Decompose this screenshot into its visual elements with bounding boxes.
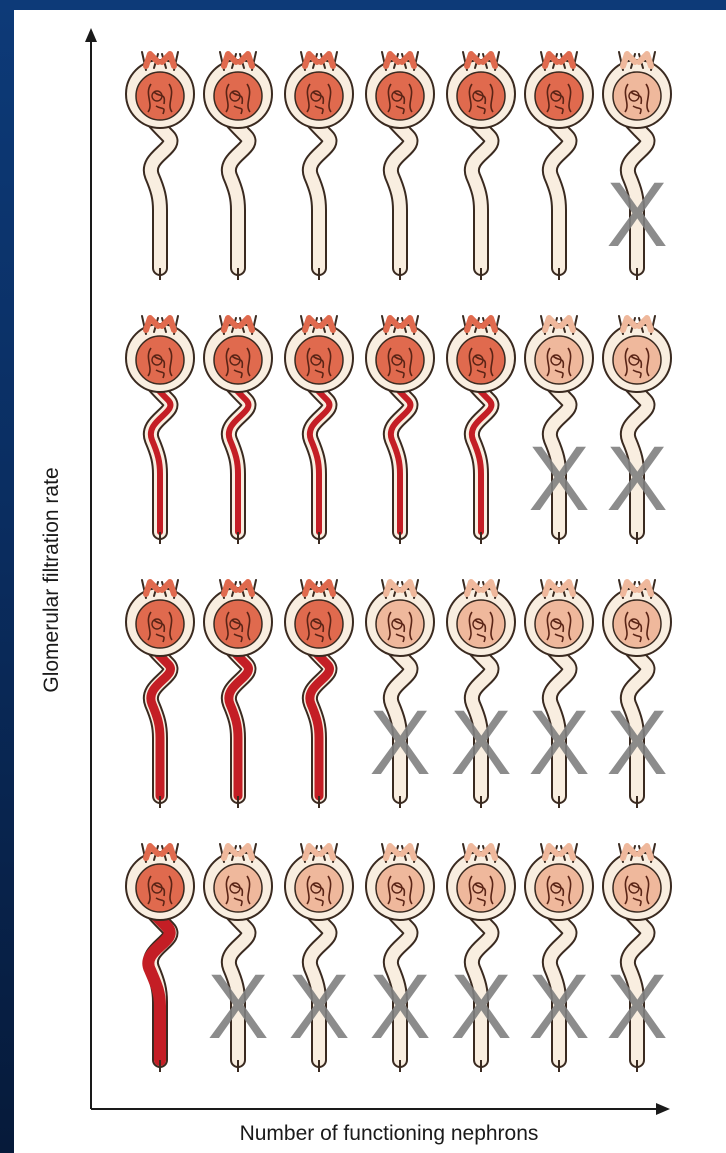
- nephron-r4-c3: X: [285, 844, 353, 1072]
- failed-marker: X: [606, 692, 667, 794]
- y-axis-arrowhead: [85, 28, 97, 42]
- failed-marker: X: [369, 692, 430, 794]
- nephron-r2-c6: X: [525, 316, 593, 544]
- nephron-r3-c1: [126, 580, 194, 808]
- nephron-r2-c4: [366, 316, 434, 544]
- nephron-r2-c7: X: [603, 316, 671, 544]
- failed-marker: X: [528, 428, 589, 530]
- nephron-r1-c1: [126, 52, 194, 280]
- failed-marker: X: [606, 956, 667, 1058]
- failed-marker: X: [450, 692, 511, 794]
- nephron-r1-c2: [204, 52, 272, 280]
- failed-marker: X: [288, 956, 349, 1058]
- nephron-r3-c2: [204, 580, 272, 808]
- failed-marker: X: [606, 164, 667, 266]
- nephron-r1-c3: [285, 52, 353, 280]
- nephron-r4-c6: X: [525, 844, 593, 1072]
- nephron-r4-c2: X: [204, 844, 272, 1072]
- nephron-r2-c1: [126, 316, 194, 544]
- axes: [85, 28, 670, 1115]
- nephron-r1-c4: [366, 52, 434, 280]
- failed-marker: X: [528, 692, 589, 794]
- nephron-r3-c4: X: [366, 580, 434, 808]
- nephron-r2-c2: [204, 316, 272, 544]
- failed-marker: X: [528, 956, 589, 1058]
- nephron-r1-c7: X: [603, 52, 671, 280]
- nephron-r2-c3: [285, 316, 353, 544]
- nephron-r4-c7: X: [603, 844, 671, 1072]
- failed-marker: X: [369, 956, 430, 1058]
- nephron-r3-c5: X: [447, 580, 515, 808]
- nephron-r3-c6: X: [525, 580, 593, 808]
- nephron-r4-c5: X: [447, 844, 515, 1072]
- nephron-r1-c6: [525, 52, 593, 280]
- nephron-r4-c4: X: [366, 844, 434, 1072]
- failed-marker: X: [207, 956, 268, 1058]
- nephron-r3-c3: [285, 580, 353, 808]
- x-axis-label: Number of functioning nephrons: [104, 1122, 674, 1146]
- nephron-r2-c5: [447, 316, 515, 544]
- y-axis-label: Glomerular filtration rate: [40, 350, 64, 810]
- diagram-figure: XXXXXXXXXXXXX Glomerular filtration rate…: [14, 10, 726, 1153]
- nephron-r3-c7: X: [603, 580, 671, 808]
- failed-marker: X: [606, 428, 667, 530]
- x-axis-arrowhead: [656, 1103, 670, 1115]
- failed-marker: X: [450, 956, 511, 1058]
- nephron-r4-c1: [126, 844, 194, 1072]
- nephron-r1-c5: [447, 52, 515, 280]
